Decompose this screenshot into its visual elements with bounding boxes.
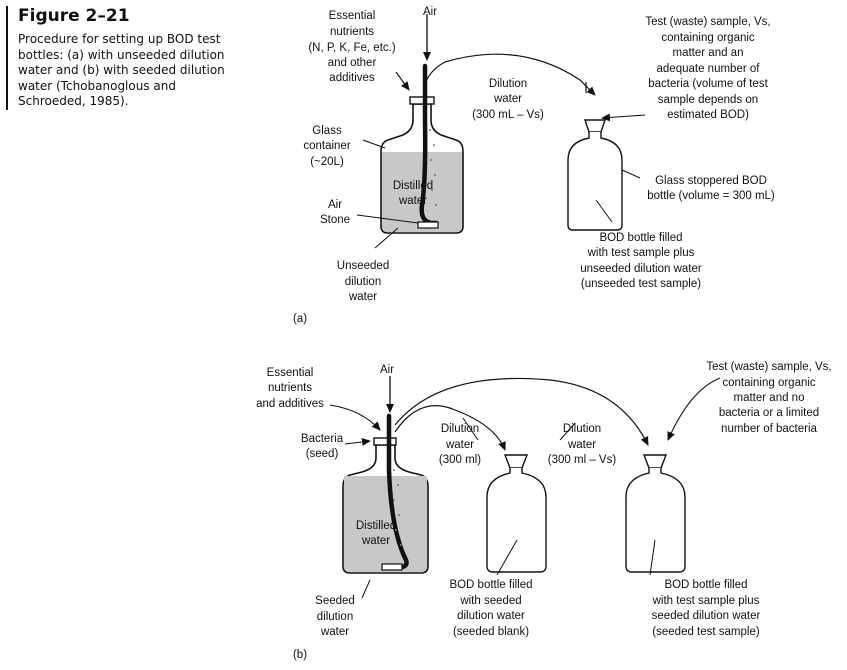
figure-title: Figure 2–21 xyxy=(18,6,130,26)
carboy-a xyxy=(380,14,596,234)
air-tube-b xyxy=(386,413,409,570)
air-label-a: Air xyxy=(423,6,437,18)
bod-bottle-sample xyxy=(625,454,686,573)
figure-description: Procedure for setting up BOD test bottle… xyxy=(18,32,225,108)
air-stone-b xyxy=(381,563,403,571)
bubbles-b xyxy=(393,469,402,546)
bod-bottle-blank xyxy=(486,454,547,573)
stopper-a xyxy=(409,96,435,105)
bacteria-label: Bacteria(seed) xyxy=(301,433,344,460)
bod-bottle-a xyxy=(567,119,623,231)
siphon-b1 xyxy=(394,405,506,451)
panel-b-label: (b) xyxy=(293,649,307,661)
panel-a-label: (a) xyxy=(293,313,307,325)
stopper-b xyxy=(373,437,397,446)
carboy-b xyxy=(342,376,649,574)
siphon-b2 xyxy=(394,377,649,446)
bubbles-a xyxy=(429,129,437,206)
air-label-b: Air xyxy=(380,364,394,376)
test-sample-label-a: Test (waste) sample, Vs,containing organ… xyxy=(645,16,770,121)
air-stone-a xyxy=(417,221,439,229)
figure-caption: Figure 2–21 Procedure for setting up BOD… xyxy=(6,6,240,110)
test-sample-label-b: Test (waste) sample, Vs,containing organ… xyxy=(706,361,831,435)
siphon-a xyxy=(424,53,596,96)
